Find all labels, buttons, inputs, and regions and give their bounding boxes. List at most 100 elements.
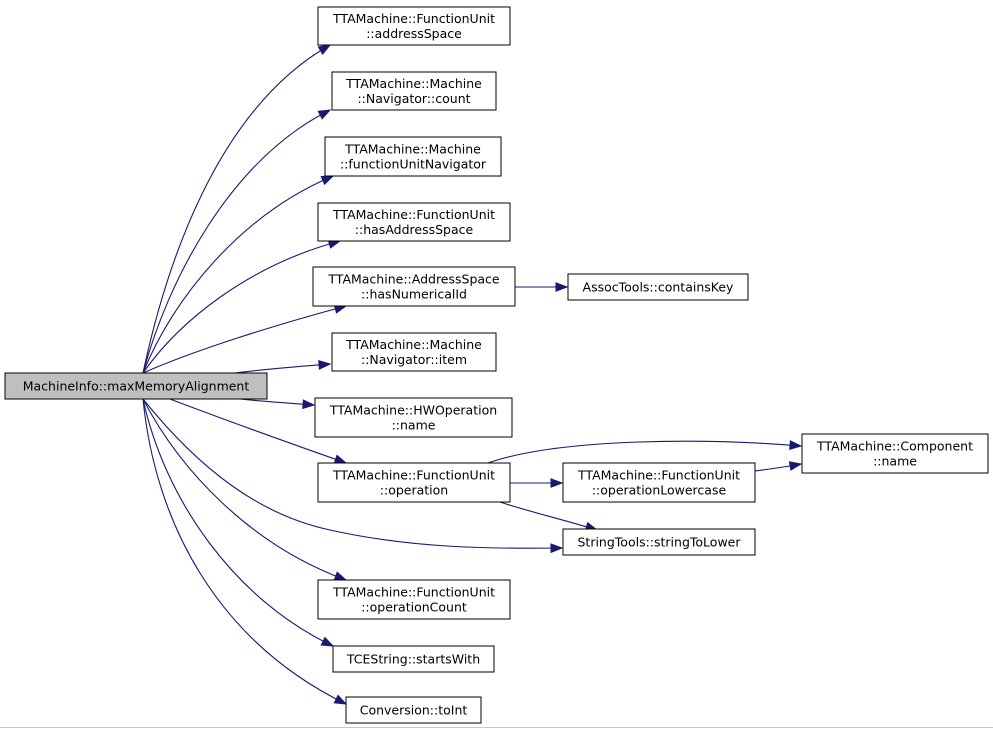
edge-root-to-fu_hasAddressSpace bbox=[142, 239, 342, 374]
edge-line bbox=[142, 398, 563, 549]
edge-line bbox=[142, 398, 347, 705]
edge-line bbox=[142, 109, 331, 374]
edge-line bbox=[142, 44, 331, 374]
node-fu_operationLowercase[interactable]: TTAMachine::FunctionUnit::operationLower… bbox=[562, 462, 756, 503]
edge-fu_operation-to-comp_name bbox=[487, 440, 803, 464]
arrowhead bbox=[550, 478, 564, 488]
arrowhead bbox=[788, 461, 803, 471]
node-label-line: ::operationLowercase bbox=[592, 483, 727, 498]
node-label-line: AssocTools::containsKey bbox=[583, 280, 734, 295]
edge-root-to-fu_addressSpace bbox=[142, 44, 332, 374]
node-label-line: TTAMachine::FunctionUnit bbox=[332, 585, 495, 600]
node-as_hasNumericalId[interactable]: TTAMachine::AddressSpace::hasNumericalId bbox=[312, 266, 516, 307]
node-label-line: TTAMachine::FunctionUnit bbox=[332, 207, 495, 222]
bottom-divider bbox=[0, 727, 993, 728]
edge-fu_operationLowercase-to-comp_name bbox=[754, 461, 803, 472]
node-fu_operationCount[interactable]: TTAMachine::FunctionUnit::operationCount bbox=[317, 579, 511, 620]
node-label-line: TTAMachine::Machine bbox=[344, 142, 481, 157]
arrowhead bbox=[550, 543, 564, 554]
node-box bbox=[317, 462, 511, 503]
edge-root-to-nav_item bbox=[234, 360, 332, 374]
node-label-line: TTAMachine::HWOperation bbox=[329, 403, 497, 418]
node-label-line: TTAMachine::FunctionUnit bbox=[332, 11, 495, 26]
edge-line bbox=[142, 398, 334, 647]
root-node[interactable]: MachineInfo::maxMemoryAlignment bbox=[4, 372, 268, 400]
edge-root-to-hwop_name bbox=[239, 398, 316, 410]
node-assoc_containsKey[interactable]: AssocTools::containsKey bbox=[567, 273, 749, 301]
node-box bbox=[324, 136, 502, 177]
node-label-line: ::hasNumericalId bbox=[361, 287, 467, 302]
node-box bbox=[562, 528, 756, 556]
node-label-line: ::functionUnitNavigator bbox=[340, 157, 487, 172]
node-label-line: TTAMachine::Component bbox=[816, 439, 973, 454]
node-box bbox=[331, 71, 497, 111]
edge-line bbox=[142, 305, 347, 374]
arrowhead bbox=[317, 44, 332, 56]
node-box bbox=[562, 462, 756, 503]
node-label-line: TCEString::startsWith bbox=[346, 652, 480, 667]
node-label-line: StringTools::stringToLower bbox=[577, 535, 741, 550]
node-box bbox=[317, 202, 511, 242]
node-box bbox=[312, 266, 516, 307]
node-box bbox=[317, 579, 511, 620]
arrowhead bbox=[320, 636, 335, 647]
node-label-line: ::name bbox=[392, 418, 436, 433]
node-box bbox=[567, 273, 749, 301]
arrowhead bbox=[320, 175, 335, 186]
node-nav_item[interactable]: TTAMachine::Machine::Navigator::item bbox=[331, 332, 497, 372]
nodes-layer: MachineInfo::maxMemoryAlignmentTTAMachin… bbox=[4, 6, 989, 724]
node-label-line: TTAMachine::AddressSpace bbox=[327, 272, 500, 287]
edge-line bbox=[142, 398, 347, 581]
node-label-line: TTAMachine::FunctionUnit bbox=[577, 468, 740, 483]
arrowhead bbox=[789, 440, 803, 450]
edge-line bbox=[142, 175, 334, 374]
edge-line bbox=[487, 440, 802, 464]
edge-as_hasNumericalId-to-assoc_containsKey bbox=[515, 282, 569, 292]
node-m_fuNavigator[interactable]: TTAMachine::Machine::functionUnitNavigat… bbox=[324, 136, 502, 177]
edge-root-to-tce_startsWith bbox=[142, 398, 335, 647]
node-comp_name[interactable]: TTAMachine::Component::name bbox=[801, 433, 989, 474]
node-label-line: ::addressSpace bbox=[366, 26, 462, 41]
node-box bbox=[331, 332, 497, 372]
node-label-line: ::operation bbox=[380, 483, 448, 498]
arrowhead bbox=[555, 282, 569, 292]
edge-fu_operation-to-fu_operationLowercase bbox=[509, 478, 564, 488]
node-label-line: TTAMachine::FunctionUnit bbox=[332, 468, 495, 483]
node-box bbox=[345, 696, 482, 724]
node-fu_addressSpace[interactable]: TTAMachine::FunctionUnit::addressSpace bbox=[317, 6, 511, 46]
node-label-line: Conversion::toInt bbox=[360, 703, 468, 718]
node-conv_toInt[interactable]: Conversion::toInt bbox=[345, 696, 482, 724]
edge-root-to-str_toLower bbox=[142, 398, 564, 554]
node-box bbox=[4, 372, 268, 400]
node-box bbox=[317, 6, 511, 46]
node-label-line: ::Navigator::count bbox=[357, 91, 470, 106]
node-tce_startsWith[interactable]: TCEString::startsWith bbox=[332, 645, 495, 673]
edge-line bbox=[142, 240, 341, 374]
edges-layer bbox=[142, 44, 803, 705]
arrowhead bbox=[318, 360, 332, 370]
node-label-line: TTAMachine::Machine bbox=[345, 76, 482, 91]
edge-root-to-m_fuNavigator bbox=[142, 175, 335, 374]
node-label-line: ::operationCount bbox=[361, 600, 467, 615]
node-nav_count[interactable]: TTAMachine::Machine::Navigator::count bbox=[331, 71, 497, 111]
arrowhead bbox=[333, 571, 348, 581]
node-label-line: ::hasAddressSpace bbox=[355, 222, 474, 237]
node-hwop_name[interactable]: TTAMachine::HWOperation::name bbox=[314, 397, 513, 438]
node-label-line: ::Navigator::item bbox=[361, 352, 467, 367]
edge-line bbox=[169, 398, 347, 464]
arrowhead bbox=[333, 454, 348, 464]
arrowhead bbox=[317, 109, 332, 120]
node-label-line: MachineInfo::maxMemoryAlignment bbox=[23, 379, 250, 394]
node-box bbox=[314, 397, 513, 438]
node-str_toLower[interactable]: StringTools::stringToLower bbox=[562, 528, 756, 556]
edge-root-to-conv_toInt bbox=[142, 398, 348, 705]
node-label-line: ::name bbox=[873, 454, 917, 469]
edge-line bbox=[499, 501, 598, 531]
edge-fu_operation-to-str_toLower bbox=[499, 501, 599, 532]
node-box bbox=[801, 433, 989, 474]
arrowhead bbox=[333, 694, 348, 705]
node-fu_operation[interactable]: TTAMachine::FunctionUnit::operation bbox=[317, 462, 511, 503]
node-fu_hasAddressSpace[interactable]: TTAMachine::FunctionUnit::hasAddressSpac… bbox=[317, 202, 511, 242]
node-box bbox=[332, 645, 495, 673]
